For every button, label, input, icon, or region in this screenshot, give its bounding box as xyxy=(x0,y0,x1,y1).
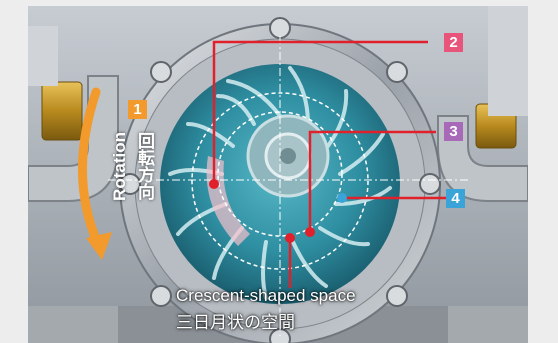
pump-illustration xyxy=(28,6,528,343)
crescent-label-en: Crescent-shaped space xyxy=(176,286,356,305)
badge-rotation: 1 xyxy=(128,100,147,119)
badge-4: 4 xyxy=(446,189,465,208)
crescent-label-jp: 三日月状の空間 xyxy=(176,313,295,332)
rotation-label-en: Rotation xyxy=(110,132,129,201)
rotation-label-jp: 回転方向 xyxy=(135,132,154,200)
badge-2: 2 xyxy=(444,33,463,52)
badge-3: 3 xyxy=(444,122,463,141)
pump-photo: 1 2 3 4 回転方向 Rotation Crescent-shaped sp… xyxy=(28,6,528,343)
